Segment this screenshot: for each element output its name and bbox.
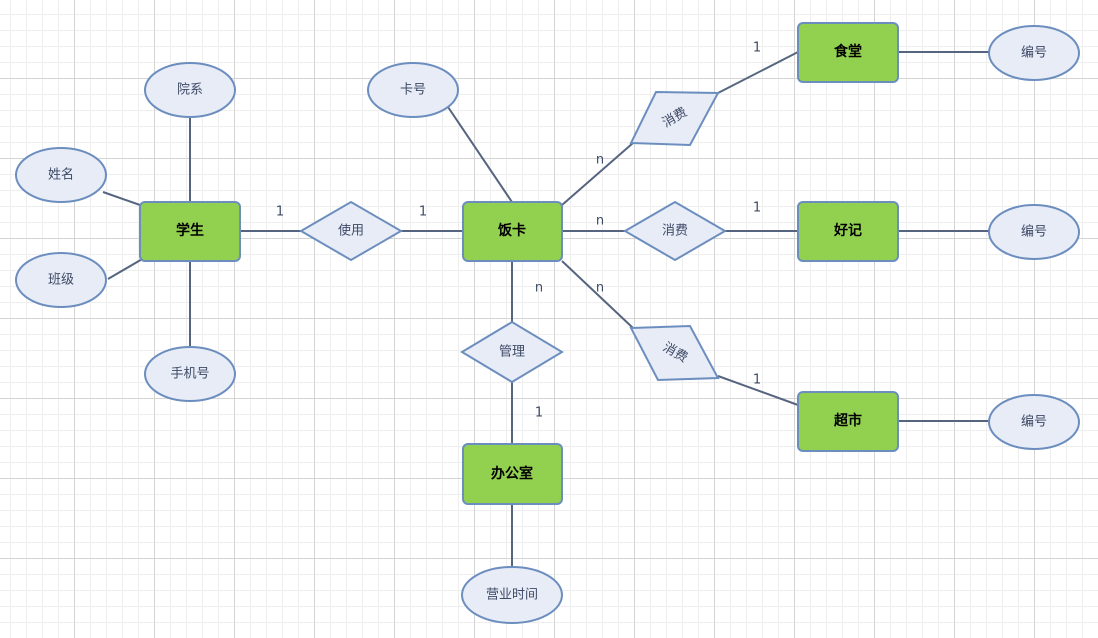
attribute-department[interactable]: 院系 [144, 62, 236, 118]
attribute-phone-label: 手机号 [170, 367, 209, 382]
attribute-supermarket-id-label: 编号 [1021, 415, 1047, 430]
entity-supermarket-label: 超市 [833, 412, 862, 429]
relationship-manage-label: 管理 [499, 345, 525, 360]
relationship-consume-supermarket[interactable]: 消费 [629, 324, 720, 382]
relationship-consume-haoji-label: 消费 [662, 224, 688, 239]
cardinality-supermarket-entity: 1 [753, 373, 761, 388]
cardinality-use-card: 1 [419, 205, 427, 220]
entity-meal-card-label: 饭卡 [497, 222, 526, 239]
edge-card-cardno [447, 106, 513, 203]
attribute-department-label: 院系 [177, 83, 203, 98]
cardinality-haoji-card: n [596, 214, 604, 229]
entity-student[interactable]: 学生 [139, 201, 241, 262]
entity-student-label: 学生 [176, 222, 204, 239]
edge-card-consume-canteen [561, 142, 634, 206]
attribute-phone[interactable]: 手机号 [144, 346, 236, 402]
attribute-haoji-id[interactable]: 编号 [988, 204, 1080, 260]
entity-supermarket[interactable]: 超市 [797, 391, 899, 452]
relationship-use[interactable]: 使用 [299, 200, 403, 262]
attribute-haoji-id-label: 编号 [1021, 225, 1047, 240]
cardinality-manage-office: 1 [535, 406, 543, 421]
attribute-supermarket-id[interactable]: 编号 [988, 394, 1080, 450]
relationship-consume-canteen[interactable]: 消费 [629, 90, 720, 147]
attribute-class[interactable]: 班级 [15, 252, 107, 308]
edge-consume-canteen [717, 51, 799, 94]
entity-haoji-label: 好记 [833, 222, 862, 239]
relationship-manage[interactable]: 管理 [460, 320, 564, 384]
attribute-canteen-id-label: 编号 [1021, 46, 1047, 61]
entity-meal-card[interactable]: 饭卡 [462, 201, 563, 262]
entity-canteen-label: 食堂 [834, 43, 862, 60]
cardinality-supermarket-card: n [596, 281, 604, 296]
cardinality-labels: 1 1 n 1 n 1 n 1 n 1 [276, 41, 761, 421]
attribute-class-label: 班级 [48, 273, 74, 288]
entity-office-label: 办公室 [491, 465, 533, 482]
attribute-canteen-id[interactable]: 编号 [988, 25, 1080, 81]
cardinality-canteen-card: n [596, 153, 604, 168]
attribute-card-no-label: 卡号 [400, 83, 426, 98]
connectors [102, 51, 989, 567]
relationship-use-label: 使用 [338, 223, 364, 239]
cardinality-canteen-entity: 1 [753, 41, 761, 56]
cardinality-use-student: 1 [276, 205, 284, 220]
entity-canteen[interactable]: 食堂 [797, 22, 899, 83]
edge-consume-supermarket [717, 375, 799, 406]
entity-haoji[interactable]: 好记 [797, 201, 899, 262]
edge-student-name [102, 191, 141, 206]
edge-card-consume-supermarket [561, 260, 634, 329]
attribute-name[interactable]: 姓名 [15, 147, 107, 203]
cardinality-haoji-entity: 1 [753, 201, 761, 216]
attribute-card-no[interactable]: 卡号 [367, 62, 459, 118]
attribute-business-hours[interactable]: 营业时间 [461, 566, 563, 624]
attribute-business-hours-label: 营业时间 [486, 588, 538, 603]
cardinality-manage-card: n [535, 281, 543, 296]
attribute-name-label: 姓名 [48, 167, 74, 183]
edge-student-class [107, 257, 145, 280]
entity-office[interactable]: 办公室 [462, 443, 563, 505]
relationship-consume-haoji[interactable]: 消费 [623, 200, 727, 262]
